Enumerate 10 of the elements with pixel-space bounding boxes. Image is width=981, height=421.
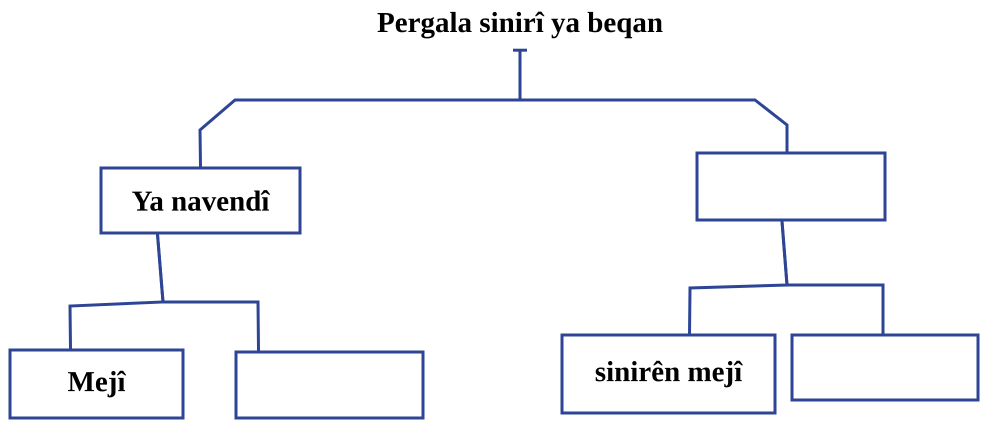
connector-line — [780, 221, 884, 334]
text-box: Ya navendî — [100, 166, 302, 234]
connector-line — [156, 234, 260, 351]
empty-box — [696, 152, 886, 222]
connector-line — [518, 50, 788, 152]
text-box: Mejî — [8, 348, 184, 420]
heading-text: Pergala sinirî ya beqan — [378, 12, 663, 38]
text-box: sinirên mejî — [560, 334, 776, 414]
empty-box — [790, 334, 980, 402]
empty-box — [234, 350, 424, 420]
